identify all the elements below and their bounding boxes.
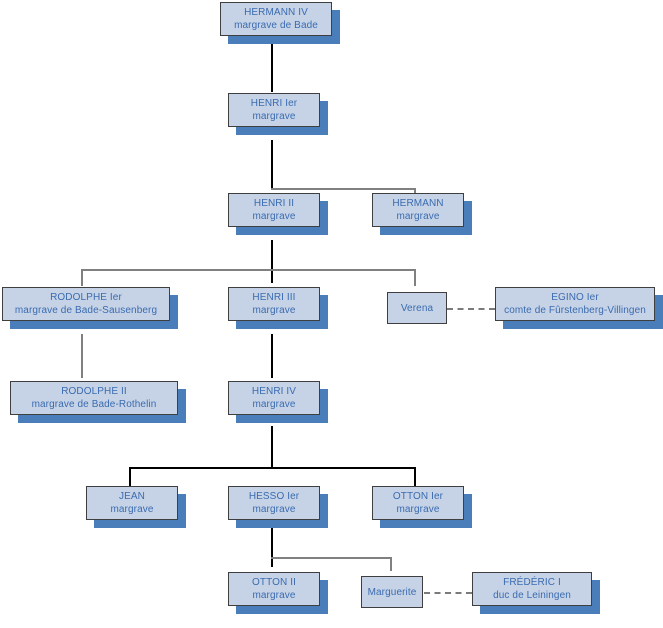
node-jean-line1: JEAN [119, 491, 145, 502]
node-hermann[interactable]: HERMANN margrave [372, 193, 464, 227]
connector-henri3-to-henri4 [271, 334, 273, 378]
node-frederic1-line2: duc de Leiningen [493, 590, 571, 601]
marriage-line-marguerite-frederic1 [424, 592, 472, 594]
node-otton2-line2: margrave [252, 590, 296, 601]
node-rodolphe2-line1: RODOLPHE II [61, 386, 127, 397]
node-rodolphe2-line2: margrave de Bade-Rothelin [31, 399, 157, 410]
node-marguerite[interactable]: Marguerite [361, 576, 423, 608]
node-hermann4[interactable]: HERMANN IV margrave de Bade [220, 2, 332, 36]
connector-bar-to-rodolphe1 [81, 269, 83, 286]
node-verena[interactable]: Verena [387, 292, 447, 324]
node-jean-line2: margrave [110, 504, 154, 515]
node-otton1[interactable]: OTTON Ier margrave [372, 486, 464, 520]
node-hermann4-line2: margrave de Bade [234, 20, 318, 31]
node-rodolphe2[interactable]: RODOLPHE II margrave de Bade-Rothelin [10, 381, 178, 415]
connector-bar-to-marguerite [390, 557, 392, 571]
connector-row6-bar [129, 467, 416, 469]
node-verena-line1: Verena [400, 302, 434, 314]
connector-bar-to-jean [129, 467, 131, 486]
node-henri4-line2: margrave [252, 399, 296, 410]
node-rodolphe1-line2: margrave de Bade-Sausenberg [14, 305, 158, 316]
node-egino1-line2: comte de Fûrstenberg-Villingen [504, 305, 646, 316]
node-henri2[interactable]: HENRI II margrave [228, 193, 320, 227]
node-henri3-line2: margrave [252, 305, 296, 316]
node-rodolphe1-line1: RODOLPHE Ier [50, 292, 122, 303]
node-otton1-line1: OTTON Ier [392, 491, 444, 502]
connector-henri4-stem [271, 426, 273, 469]
node-marguerite-line1: Marguerite [367, 586, 417, 598]
node-otton1-line2: margrave [396, 504, 440, 515]
node-henri1-line2: margrave [252, 111, 296, 122]
connector-hesso1-stem [271, 524, 273, 567]
node-frederic1-line1: FRÉDÉRIC I [503, 577, 561, 588]
node-henri1[interactable]: HENRI Ier margrave [228, 93, 320, 127]
connector-row3-bar [271, 188, 416, 190]
node-egino1[interactable]: EGINO Ier comte de Fûrstenberg-Villingen [495, 287, 655, 321]
connector-hermann4-to-henri1 [271, 40, 273, 92]
node-henri3[interactable]: HENRI III margrave [228, 287, 320, 321]
node-henri4-line1: HENRI IV [251, 386, 297, 397]
connector-bar-to-verena [414, 269, 416, 286]
connector-rodolphe1-to-rodolphe2 [81, 334, 83, 378]
node-henri2-line2: margrave [252, 211, 296, 222]
connector-row4-bar [81, 269, 416, 271]
node-hesso1[interactable]: HESSO Ier margrave [228, 486, 320, 520]
node-hermann-line1: HERMANN [392, 198, 444, 209]
node-hermann4-line1: HERMANN IV [244, 7, 308, 18]
node-jean[interactable]: JEAN margrave [86, 486, 178, 520]
connector-henri2-stem [271, 240, 273, 283]
node-otton2[interactable]: OTTON II margrave [228, 572, 320, 606]
node-hermann-line2: margrave [396, 211, 440, 222]
node-henri1-line1: HENRI Ier [250, 98, 298, 109]
marriage-line-verena-egino1 [447, 308, 495, 310]
connector-row7-bar [271, 557, 392, 559]
node-rodolphe1[interactable]: RODOLPHE Ier margrave de Bade-Sausenberg [2, 287, 170, 321]
node-hesso1-line1: HESSO Ier [248, 491, 300, 502]
connector-henri1-stem [271, 140, 273, 188]
node-otton2-line1: OTTON II [252, 577, 296, 588]
node-hesso1-line2: margrave [252, 504, 296, 515]
node-egino1-line1: EGINO Ier [551, 292, 599, 303]
node-henri4[interactable]: HENRI IV margrave [228, 381, 320, 415]
node-henri3-line1: HENRI III [252, 292, 296, 303]
node-henri2-line1: HENRI II [253, 198, 295, 209]
connector-bar-to-otton1 [414, 467, 416, 486]
node-frederic1[interactable]: FRÉDÉRIC I duc de Leiningen [472, 572, 592, 606]
